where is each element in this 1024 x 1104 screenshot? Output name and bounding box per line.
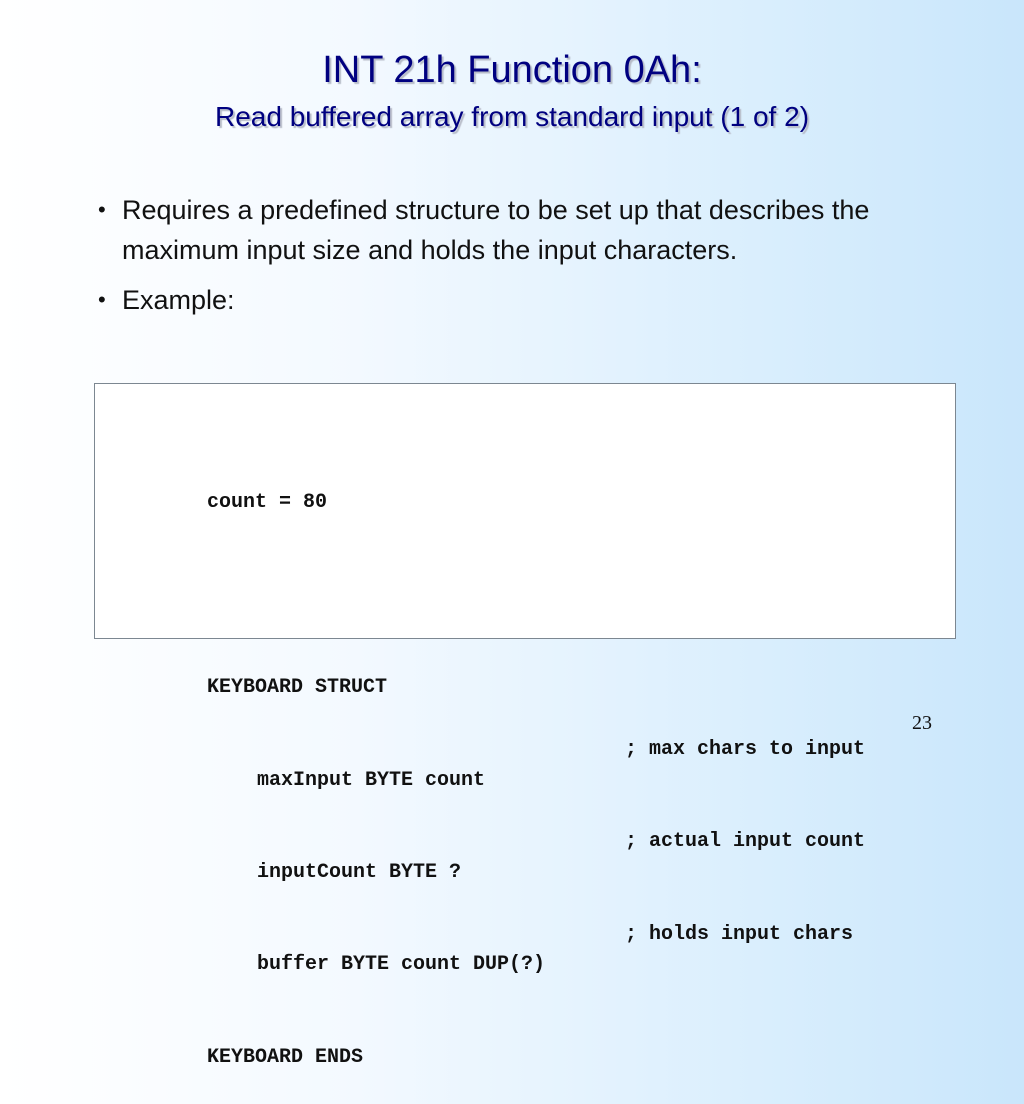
code-text: KEYBOARD ENDS <box>207 1045 364 1069</box>
code-comment: ; actual input count <box>625 830 866 854</box>
code-line-struct-start: KEYBOARD STRUCT <box>111 642 545 699</box>
code-line-buffer: buffer BYTE count DUP(?) ; holds input c… <box>111 920 853 977</box>
slide: INT 21h Function 0Ah: Read buffered arra… <box>0 0 1024 768</box>
bullet-list: Requires a predefined structure to be se… <box>98 190 878 330</box>
code-block: count = 80 KEYBOARD STRUCT maxInput BYTE… <box>111 396 865 1104</box>
page-number: 23 <box>912 712 932 734</box>
slide-subtitle: Read buffered array from standard input … <box>214 101 810 132</box>
code-line-empty <box>111 550 545 581</box>
code-line-maxinput: maxInput BYTE count ; max chars to input <box>111 735 865 792</box>
code-text: maxInput BYTE count <box>257 768 486 792</box>
code-text: buffer BYTE count DUP(?) <box>257 953 546 977</box>
code-line-count: count = 80 <box>111 458 545 514</box>
bullet-item-example: Example: <box>98 280 878 320</box>
code-text: KEYBOARD STRUCT <box>207 676 388 700</box>
code-text: count = 80 <box>207 491 328 515</box>
code-line-inputcount: inputCount BYTE ? ; actual input count <box>111 827 865 884</box>
code-example-box: count = 80 KEYBOARD STRUCT maxInput BYTE… <box>94 383 956 1069</box>
code-comment: ; holds input chars <box>625 922 854 946</box>
slide-title: INT 21h Function 0Ah: <box>322 49 702 91</box>
code-comment: ; max chars to input <box>625 737 866 761</box>
code-line-struct-end: KEYBOARD ENDS <box>111 1012 545 1069</box>
code-text: inputCount BYTE ? <box>257 860 462 884</box>
bullet-item-structure: Requires a predefined structure to be se… <box>98 190 878 270</box>
